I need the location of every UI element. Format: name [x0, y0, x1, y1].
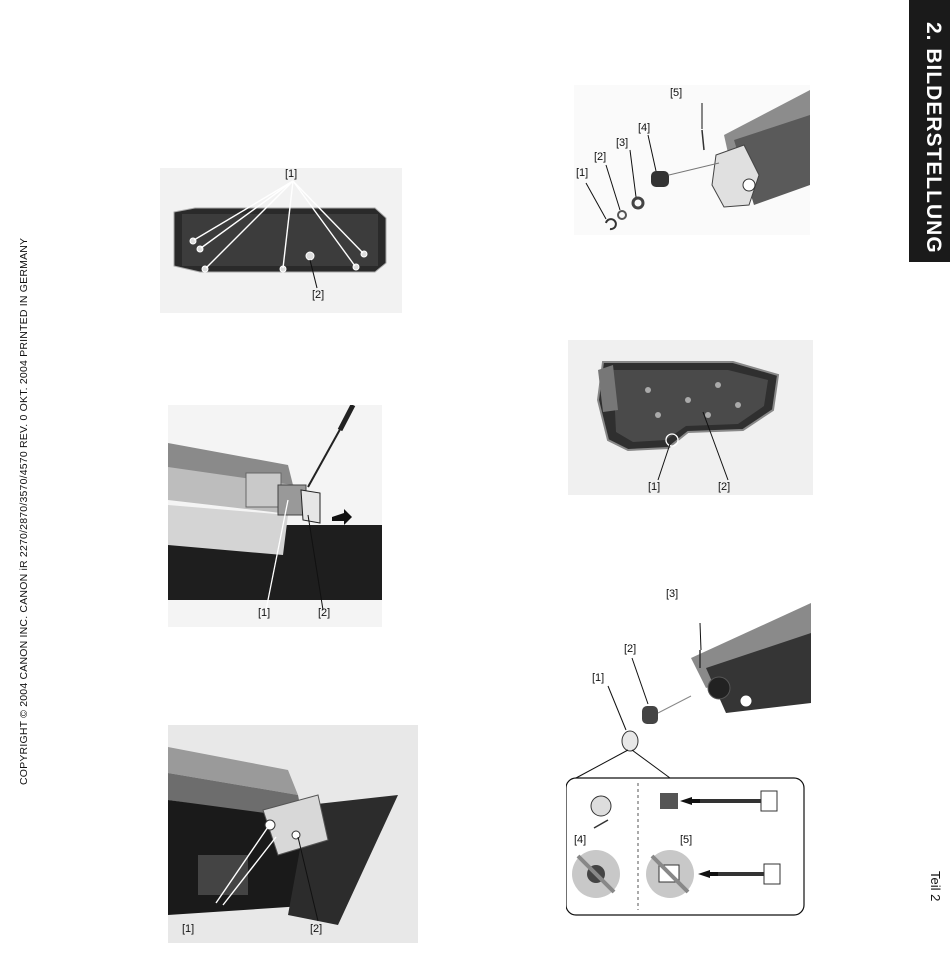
- figure-6-label-2: [2]: [624, 643, 636, 655]
- chapter-title: 2. BILDERSTELLUNG: [921, 22, 945, 254]
- figure-2-label-1: [1]: [258, 607, 270, 619]
- figure-6: [3] [2] [1] [4] [5]: [566, 588, 811, 918]
- copyright-notice: COPYRIGHT © 2004 CANON INC. CANON iR 227…: [18, 238, 30, 785]
- figure-4-photo: [5] [4] [3] [2] [1]: [574, 85, 810, 235]
- figure-3-label-1: [1]: [182, 923, 194, 935]
- figure-1-photo: [1] [2]: [160, 168, 402, 313]
- part-label: Teil 2: [928, 871, 943, 901]
- figure-3-label-2: [2]: [310, 923, 322, 935]
- figure-5-photo: [1] [2]: [568, 340, 813, 495]
- figure-4-label-4: [4]: [638, 122, 650, 134]
- figure-6-label-1: [1]: [592, 672, 604, 684]
- figure-1-label-2: [2]: [312, 289, 324, 301]
- figure-2-label-2: [2]: [318, 607, 330, 619]
- figure-1-label-1: [1]: [285, 168, 297, 180]
- figure-6-label-3: [3]: [666, 588, 678, 600]
- figure-6-label-4: [4]: [574, 834, 586, 846]
- figure-4-label-2: [2]: [594, 151, 606, 163]
- figure-5-label-2: [2]: [718, 481, 730, 493]
- figure-6-label-5: [5]: [680, 834, 692, 846]
- figure-3-photo: [1] [2]: [168, 725, 418, 943]
- figure-4-label-3: [3]: [616, 137, 628, 149]
- figure-4-label-1: [1]: [576, 167, 588, 179]
- figure-5-label-1: [1]: [648, 481, 660, 493]
- figure-2-photo: [1] [2]: [168, 405, 382, 627]
- figure-4-label-5: [5]: [670, 87, 682, 99]
